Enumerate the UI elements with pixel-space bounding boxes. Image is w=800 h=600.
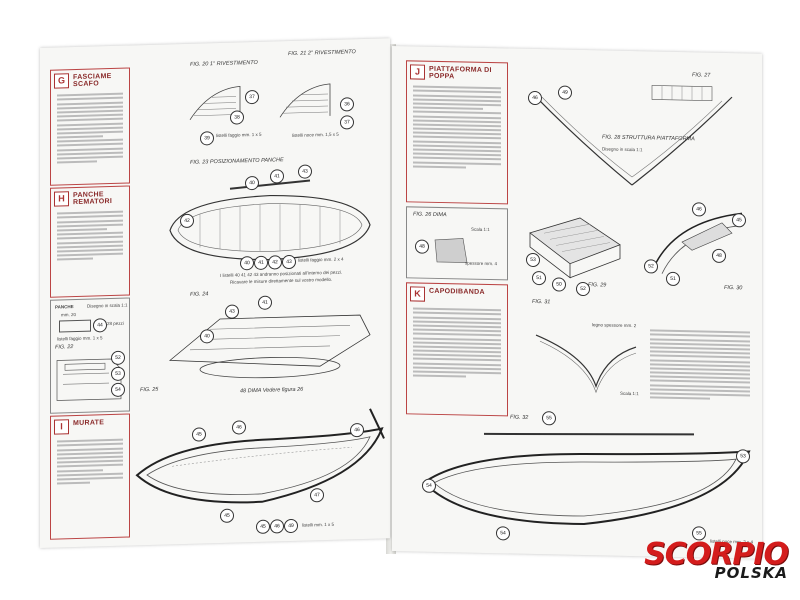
section-letter: K: [410, 286, 425, 302]
listelli-note: listelli mm. 1 x 5: [302, 521, 335, 528]
brand-sub: POLSKA: [714, 564, 788, 582]
section-title: PIATTAFORMA DI POPPA: [429, 65, 492, 81]
brand-name: SCORPIO: [644, 537, 789, 572]
listelli-note: listelli faggio mm. 1 x 5: [57, 335, 103, 342]
part-bubble: 51: [666, 271, 680, 287]
section-k-text: [413, 305, 501, 380]
section-g-text: [57, 91, 123, 166]
part-bubble: 54: [496, 526, 510, 541]
left-page: G FASCIAME SCAFO H PANCHE REMATORI PANCH…: [40, 38, 390, 549]
part-bubble: 54: [422, 478, 436, 493]
part-bubble: 48: [712, 248, 726, 263]
panche-label: PANCHE: [55, 304, 74, 310]
fig24-label: FIG. 24: [190, 291, 209, 298]
part-bubble: 50: [552, 277, 566, 292]
fig31-label: FIG. 31: [532, 298, 551, 306]
scala-note: Scala 1:1: [471, 226, 490, 233]
part-bubble: 46: [528, 90, 542, 106]
mm20-note: mm. 20: [61, 311, 77, 318]
fig26-box: FIG. 26 DIMA Scala 1:1 48 spessore mm. 4: [406, 206, 508, 281]
fig27-28-drawing: [531, 85, 733, 186]
fig29-drawing: [529, 217, 621, 279]
section-i: I MURATE: [50, 413, 130, 540]
section-i-text: [57, 437, 123, 487]
section-letter: G: [54, 73, 69, 89]
part-bubble: 55: [542, 411, 556, 426]
fig25-label: FIG. 25: [140, 386, 159, 394]
part-bubble: 46: [270, 519, 284, 534]
panche-box: PANCHE Disegno in scala 1:1 mm. 20 44 28…: [50, 297, 130, 414]
panca-piece: [59, 319, 91, 333]
part-bubble: 46: [692, 202, 706, 217]
section-j: J PIATTAFORMA DI POPPA: [406, 60, 508, 205]
section-title: MURATE: [73, 419, 105, 428]
part-bubble: 48: [415, 239, 429, 254]
part-bubble: 49: [558, 85, 572, 100]
fig32-drawing: [422, 432, 751, 526]
part-bubble: 45: [732, 213, 746, 228]
fig31-drawing: [535, 334, 637, 394]
dima-shape: [434, 238, 468, 263]
part-bubble: 45: [256, 519, 270, 534]
fig25-drawing: [135, 408, 385, 504]
part-bubble: 53: [736, 449, 750, 464]
fig20-21-drawing: [189, 83, 331, 121]
part-bubble: 52: [576, 281, 590, 297]
fig32-label: FIG. 32: [510, 414, 529, 421]
fig30-label: FIG. 30: [724, 284, 743, 292]
fig20-label: FIG. 20 1° RIVESTIMENTO: [190, 59, 258, 68]
section-g: G FASCIAME SCAFO: [50, 67, 130, 186]
section-h: H PANCHE REMATORI: [50, 185, 130, 298]
section-letter: H: [54, 191, 69, 207]
part-bubble: 53: [526, 252, 540, 268]
section-j-text: [413, 83, 501, 171]
fig24-drawing: [168, 314, 371, 379]
right-page: J PIATTAFORMA DI POPPA FIG. 26 DIMA Scal…: [392, 46, 762, 559]
scala-note: Scala 1:1: [620, 390, 639, 397]
section-letter: I: [54, 419, 69, 435]
section-k-text-2: [650, 327, 750, 402]
disegno-label: Disegno in scala 1:1: [87, 302, 128, 309]
fig23-drawing: [169, 179, 371, 261]
pezzi-note: 28 pezzi: [107, 320, 124, 327]
section-title: CAPODIBANDA: [429, 287, 485, 296]
section-title: PANCHE REMATORI: [73, 191, 113, 207]
section-k: K CAPODIBANDA: [406, 282, 508, 417]
dima-label: 48 DIMA Vedere figura 26: [240, 386, 304, 395]
fig23-label: FIG. 23 POSIZIONAMENTO PANCHE: [190, 157, 284, 166]
fig30-drawing: [651, 212, 743, 274]
scorpio-polska-logo: SCORPIO POLSKA: [644, 537, 789, 582]
section-h-text: [57, 209, 123, 263]
section-letter: J: [410, 64, 425, 80]
fig21-label: FIG. 21 2° RIVESTIMENTO: [288, 49, 356, 58]
part-bubble: 52: [644, 259, 658, 274]
fig26-label: FIG. 26 DIMA: [413, 211, 447, 219]
spessore-note: spessore mm. 4: [465, 260, 498, 267]
part-bubble: 51: [532, 270, 546, 286]
part-bubble: 49: [284, 518, 298, 534]
booklet-spine: [386, 44, 396, 554]
part-bubble: 44: [93, 318, 107, 333]
section-title: FASCIAME SCAFO: [73, 73, 112, 89]
